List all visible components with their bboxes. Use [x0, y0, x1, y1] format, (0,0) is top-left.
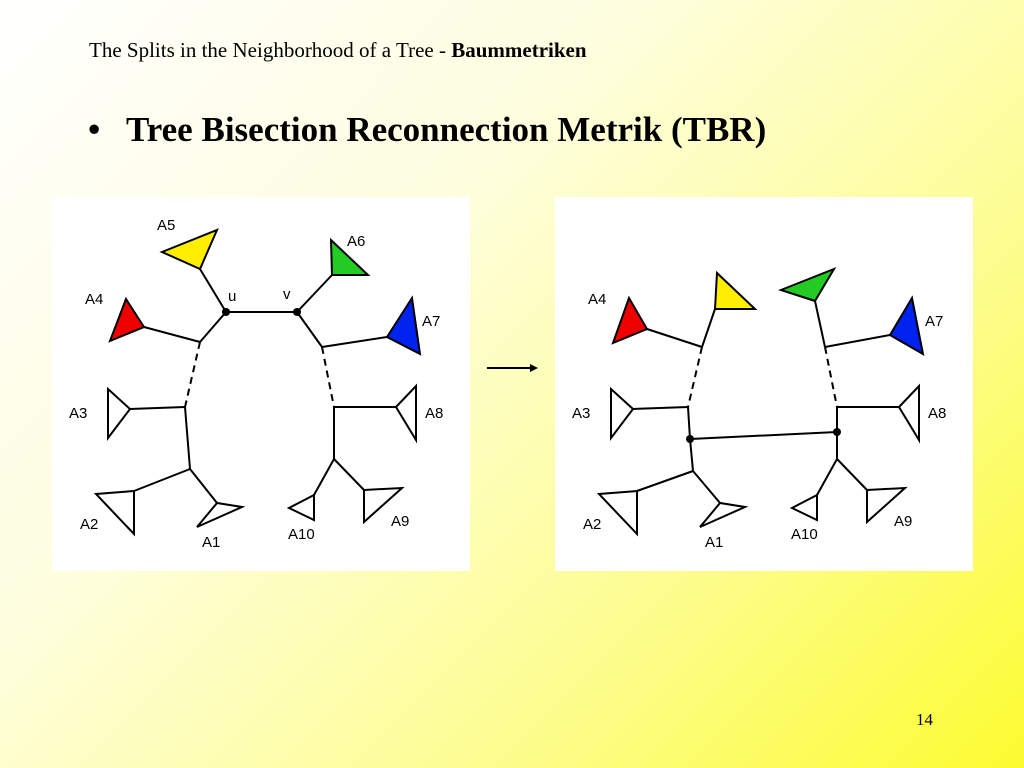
label-a9: A9	[391, 513, 409, 530]
node-v	[293, 308, 301, 316]
edge-a2	[133, 468, 191, 492]
bisected-edge-left	[184, 341, 201, 408]
subtree-a10-triangle	[789, 493, 818, 522]
label-a7: A7	[422, 313, 440, 330]
transformation-arrow	[487, 364, 538, 372]
bisected-edge-right	[824, 346, 838, 408]
label-a4: A4	[588, 291, 606, 308]
edge-u-left	[199, 311, 227, 343]
subtree-a6-triangle	[329, 237, 371, 276]
label-a1: A1	[705, 534, 723, 551]
subtree-a7-triangle	[888, 295, 925, 356]
subtree-a8-triangle	[897, 383, 920, 444]
subtree-a4-triangle	[611, 295, 649, 345]
subtree-yellow-triangle	[713, 270, 758, 310]
label-a6: A6	[347, 233, 365, 250]
page-number: 14	[916, 710, 933, 729]
label-v: v	[283, 286, 291, 303]
edge-green-subtree	[814, 300, 826, 348]
label-a3: A3	[572, 405, 590, 422]
subtree-a2-triangle	[596, 489, 638, 537]
bullet-text: Tree Bisection Reconnection Metrik (TBR)	[126, 110, 767, 149]
edge-yellow-subtree	[701, 308, 716, 348]
subtree-a3-triangle	[107, 386, 132, 441]
edge-a10	[816, 458, 838, 496]
label-a10: A10	[288, 526, 315, 543]
bisected-edge-left	[687, 346, 703, 408]
edge-a4	[143, 326, 201, 343]
edge-a7	[321, 336, 388, 348]
edge-a3	[129, 406, 186, 410]
label-a4: A4	[85, 291, 103, 308]
edge-left-lower	[689, 438, 694, 472]
tree-before-diagram: A5 A6 A4 u v A7 A3 A8 A2 A1 A10 A9	[69, 217, 443, 551]
bullet-point: • Tree Bisection Reconnection Metrik (TBR…	[88, 110, 766, 150]
header-bold-text: Baummetriken	[451, 38, 587, 62]
subtree-a5-triangle	[159, 228, 219, 271]
edge-v-right	[296, 311, 323, 348]
subtree-a10-triangle	[286, 493, 315, 522]
edge-a1	[189, 468, 218, 504]
header-text: The Splits in the Neighborhood of a Tree…	[89, 38, 452, 62]
bisected-edge-right	[321, 346, 335, 408]
label-a5: A5	[157, 217, 175, 234]
subtree-a1-triangle	[699, 501, 749, 528]
edge-a4	[646, 328, 703, 348]
node-u	[222, 308, 230, 316]
label-a3: A3	[69, 405, 87, 422]
subtree-a9-triangle	[363, 486, 405, 525]
subtree-green-triangle	[778, 266, 837, 303]
edge-u-a5	[199, 268, 227, 313]
bullet-symbol: •	[88, 110, 101, 149]
label-a8: A8	[425, 405, 443, 422]
reconnect-node-left	[686, 435, 694, 443]
subtree-a3-triangle	[610, 386, 635, 441]
label-a2: A2	[583, 516, 601, 533]
edge-a2	[636, 470, 694, 492]
reconnection-edge	[689, 431, 838, 440]
label-a7: A7	[925, 313, 943, 330]
label-a10: A10	[791, 526, 818, 543]
subtree-a9-triangle	[866, 486, 908, 525]
subtree-a8-triangle	[394, 383, 417, 444]
label-a8: A8	[928, 405, 946, 422]
label-a2: A2	[80, 516, 98, 533]
edge-a1	[692, 470, 721, 504]
label-a1: A1	[202, 534, 220, 551]
reconnect-node-right	[833, 428, 841, 436]
edge-left-spine	[184, 406, 191, 470]
edge-a9	[836, 458, 868, 491]
label-u: u	[228, 288, 236, 305]
tree-after-panel: A4 A7 A3 A8 A2 A1 A10 A9	[555, 197, 973, 571]
subtree-a4-triangle	[108, 296, 146, 343]
edge-v-a6	[296, 274, 333, 313]
edge-a9	[333, 458, 365, 491]
subtree-a1-triangle	[196, 501, 246, 528]
slide-header: The Splits in the Neighborhood of a Tree…	[89, 38, 587, 63]
tree-after-diagram: A4 A7 A3 A8 A2 A1 A10 A9	[572, 266, 946, 551]
edge-a3	[632, 406, 689, 410]
subtree-a7-triangle	[385, 295, 422, 356]
tree-before-panel: A5 A6 A4 u v A7 A3 A8 A2 A1 A10 A9	[52, 197, 470, 571]
edge-a10	[313, 458, 335, 496]
label-a9: A9	[894, 513, 912, 530]
edge-left-upper	[687, 406, 691, 440]
subtree-a2-triangle	[93, 489, 135, 537]
edge-a7	[824, 334, 891, 348]
